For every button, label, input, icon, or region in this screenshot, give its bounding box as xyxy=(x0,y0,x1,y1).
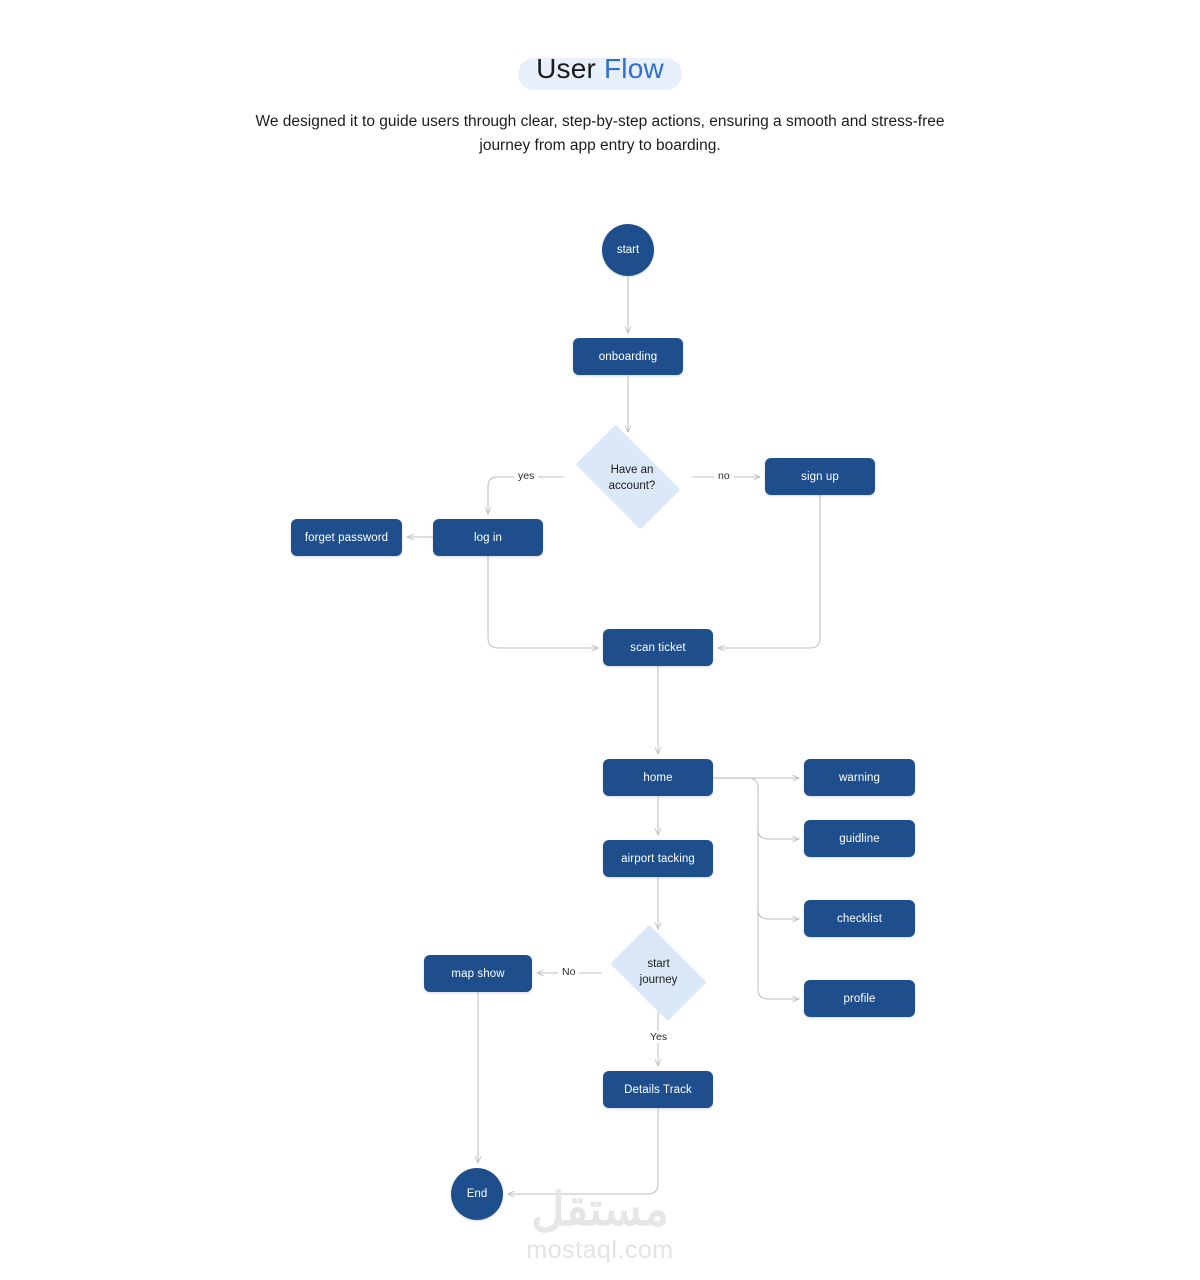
node-forget-password-label: forget password xyxy=(304,531,389,544)
node-map-show-label: map show xyxy=(451,967,505,980)
node-have-account[interactable]: Have an account? xyxy=(563,424,693,530)
edge-label-no-start-journey: No xyxy=(558,966,580,978)
node-guidline[interactable]: guidline xyxy=(804,820,915,857)
edge-home-to-checklist xyxy=(757,908,799,919)
node-log-in-label: log in xyxy=(473,531,503,544)
edge-sign-up-to-scan-ticket xyxy=(718,494,821,648)
edge-home-branch-trunk xyxy=(712,777,799,999)
node-sign-up[interactable]: sign up xyxy=(765,458,875,495)
node-details-track[interactable]: Details Track xyxy=(603,1071,713,1108)
node-airport-tacking-label: airport tacking xyxy=(621,852,695,865)
edge-label-yes-start-journey: Yes xyxy=(646,1031,672,1043)
node-log-in[interactable]: log in xyxy=(433,519,543,556)
edge-home-to-guidline xyxy=(757,828,799,839)
page-title-wrapper: User Flow xyxy=(518,52,682,90)
node-start[interactable]: start xyxy=(602,224,654,276)
watermark-arabic: مستقل xyxy=(531,1183,669,1235)
node-map-show[interactable]: map show xyxy=(424,955,532,992)
node-start-journey[interactable]: start journey xyxy=(601,924,716,1022)
node-scan-ticket-label: scan ticket xyxy=(630,641,686,654)
edge-label-yes-have-account: yes xyxy=(514,470,539,482)
node-scan-ticket[interactable]: scan ticket xyxy=(603,629,713,666)
node-checklist-label: checklist xyxy=(837,912,882,925)
page-title: User Flow xyxy=(536,52,664,86)
edge-log-in-to-scan-ticket xyxy=(487,555,598,648)
edge-label-no-have-account: no xyxy=(714,470,734,482)
title-highlight xyxy=(518,58,682,90)
node-details-track-label: Details Track xyxy=(624,1083,692,1096)
node-onboarding-label: onboarding xyxy=(598,350,658,363)
edge-have-account-to-log-in xyxy=(488,476,564,514)
node-profile-label: profile xyxy=(843,992,876,1005)
node-guidline-label: guidline xyxy=(839,832,880,845)
node-onboarding[interactable]: onboarding xyxy=(573,338,683,375)
node-end[interactable]: End xyxy=(451,1168,503,1220)
node-home[interactable]: home xyxy=(603,759,713,796)
node-checklist[interactable]: checklist xyxy=(804,900,915,937)
watermark-latin: mostaql.com xyxy=(526,1236,674,1264)
node-profile[interactable]: profile xyxy=(804,980,915,1017)
node-sign-up-label: sign up xyxy=(801,470,839,483)
node-warning-label: warning xyxy=(839,771,880,784)
node-start-label: start xyxy=(616,244,640,256)
node-home-label: home xyxy=(643,771,673,784)
node-warning[interactable]: warning xyxy=(804,759,915,796)
watermark: مستقل mostaql.com xyxy=(0,1186,1200,1265)
page-title-accent: Flow xyxy=(603,53,664,84)
node-forget-password[interactable]: forget password xyxy=(291,519,402,556)
page-header: User Flow We designed it to guide users … xyxy=(0,0,1200,158)
node-airport-tacking[interactable]: airport tacking xyxy=(603,840,713,877)
page-title-main: User xyxy=(536,53,604,84)
node-start-journey-label: start journey xyxy=(639,958,678,986)
edge-details-track-to-end xyxy=(508,1107,659,1194)
node-have-account-label: Have an account? xyxy=(608,464,656,492)
page-subtitle: We designed it to guide users through cl… xyxy=(255,112,945,154)
node-end-label: End xyxy=(466,1188,488,1200)
